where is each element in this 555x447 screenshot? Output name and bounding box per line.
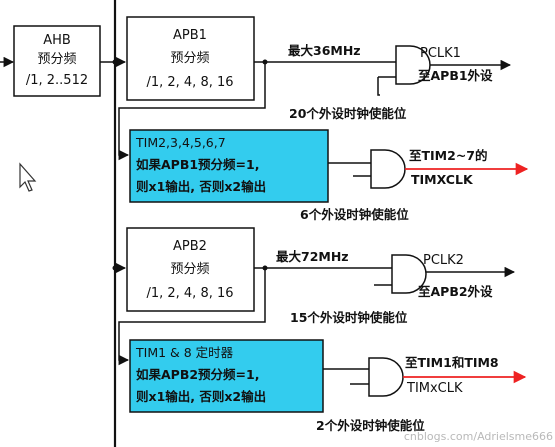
apb1-and-gate	[395, 45, 431, 85]
apb1-enable-label: 20个外设时钟使能位	[289, 106, 407, 121]
tim2-7-title: TIM2,3,4,5,6,7	[135, 135, 226, 150]
watermark: cnblogs.com/Adrielsme666	[404, 430, 553, 443]
timxclk-label-2: TIMxCLK	[406, 381, 463, 396]
tim1-8-enable-label: 2个外设时钟使能位	[316, 418, 425, 433]
tim2-7-enable-label: 6个外设时钟使能位	[300, 207, 409, 222]
tim2-7-destination: 至TIM2~7的	[409, 148, 488, 163]
bus-junction-2	[112, 265, 118, 271]
mouse-cursor-icon	[19, 162, 37, 192]
apb1-title: APB1	[173, 28, 207, 43]
tim1-8-condition: 如果APB2预分频=1,	[136, 367, 259, 382]
apb1-prescaler-block: APB1 预分频 /1, 2, 4, 8, 16	[126, 16, 255, 101]
apb1-ratio: /1, 2, 4, 8, 16	[146, 75, 233, 90]
apb2-ratio: /1, 2, 4, 8, 16	[146, 286, 233, 301]
apb1-destination: 至APB1外设	[418, 68, 493, 83]
tim2-7-rule: 则x1输出, 否则x2输出	[136, 179, 266, 194]
bus-junction-1	[112, 59, 118, 65]
apb1-to-tim-line	[118, 62, 266, 161]
tim1-8-multiplier-box: TIM1 & 8 定时器 如果APB2预分频=1, 则x1输出, 否则x2输出	[129, 339, 324, 413]
tim1-8-destination: 至TIM1和TIM8	[405, 355, 499, 370]
tim1-8-and-gate	[368, 357, 404, 397]
tim1-8-title: TIM1 & 8 定时器	[135, 345, 234, 360]
apb2-to-tim-line	[118, 268, 266, 366]
tim1-8-rule: 则x1输出, 否则x2输出	[136, 389, 266, 404]
tim2-7-condition: 如果APB1预分频=1,	[136, 157, 259, 172]
ahb-title: AHB	[43, 33, 71, 48]
apb2-enable-label: 15个外设时钟使能位	[290, 310, 408, 325]
timxclk-label-1: TIMXCLK	[411, 172, 474, 187]
tim2-7-multiplier-box: TIM2,3,4,5,6,7 如果APB1预分频=1, 则x1输出, 否则x2输…	[129, 129, 329, 203]
ahb-prescaler-block: AHB 预分频 /1, 2..512	[13, 25, 101, 97]
apb2-max-freq: 最大72MHz	[276, 249, 349, 264]
pclk1-label: PCLK1	[420, 46, 461, 61]
pclk2-label: PCLK2	[423, 253, 464, 268]
tim2-7-and-gate	[370, 149, 406, 189]
apb1-subtitle: 预分频	[170, 51, 209, 66]
apb2-prescaler-block: APB2 预分频 /1, 2, 4, 8, 16	[126, 227, 255, 312]
apb2-title: APB2	[173, 239, 207, 254]
ahb-ratio: /1, 2..512	[26, 73, 88, 88]
apb1-enable-line	[377, 77, 380, 96]
apb2-destination: 至APB2外设	[418, 284, 493, 299]
apb2-subtitle: 预分频	[170, 262, 209, 277]
ahb-subtitle: 预分频	[37, 52, 76, 67]
apb2-and-gate	[391, 254, 427, 294]
apb1-max-freq: 最大36MHz	[288, 43, 361, 58]
